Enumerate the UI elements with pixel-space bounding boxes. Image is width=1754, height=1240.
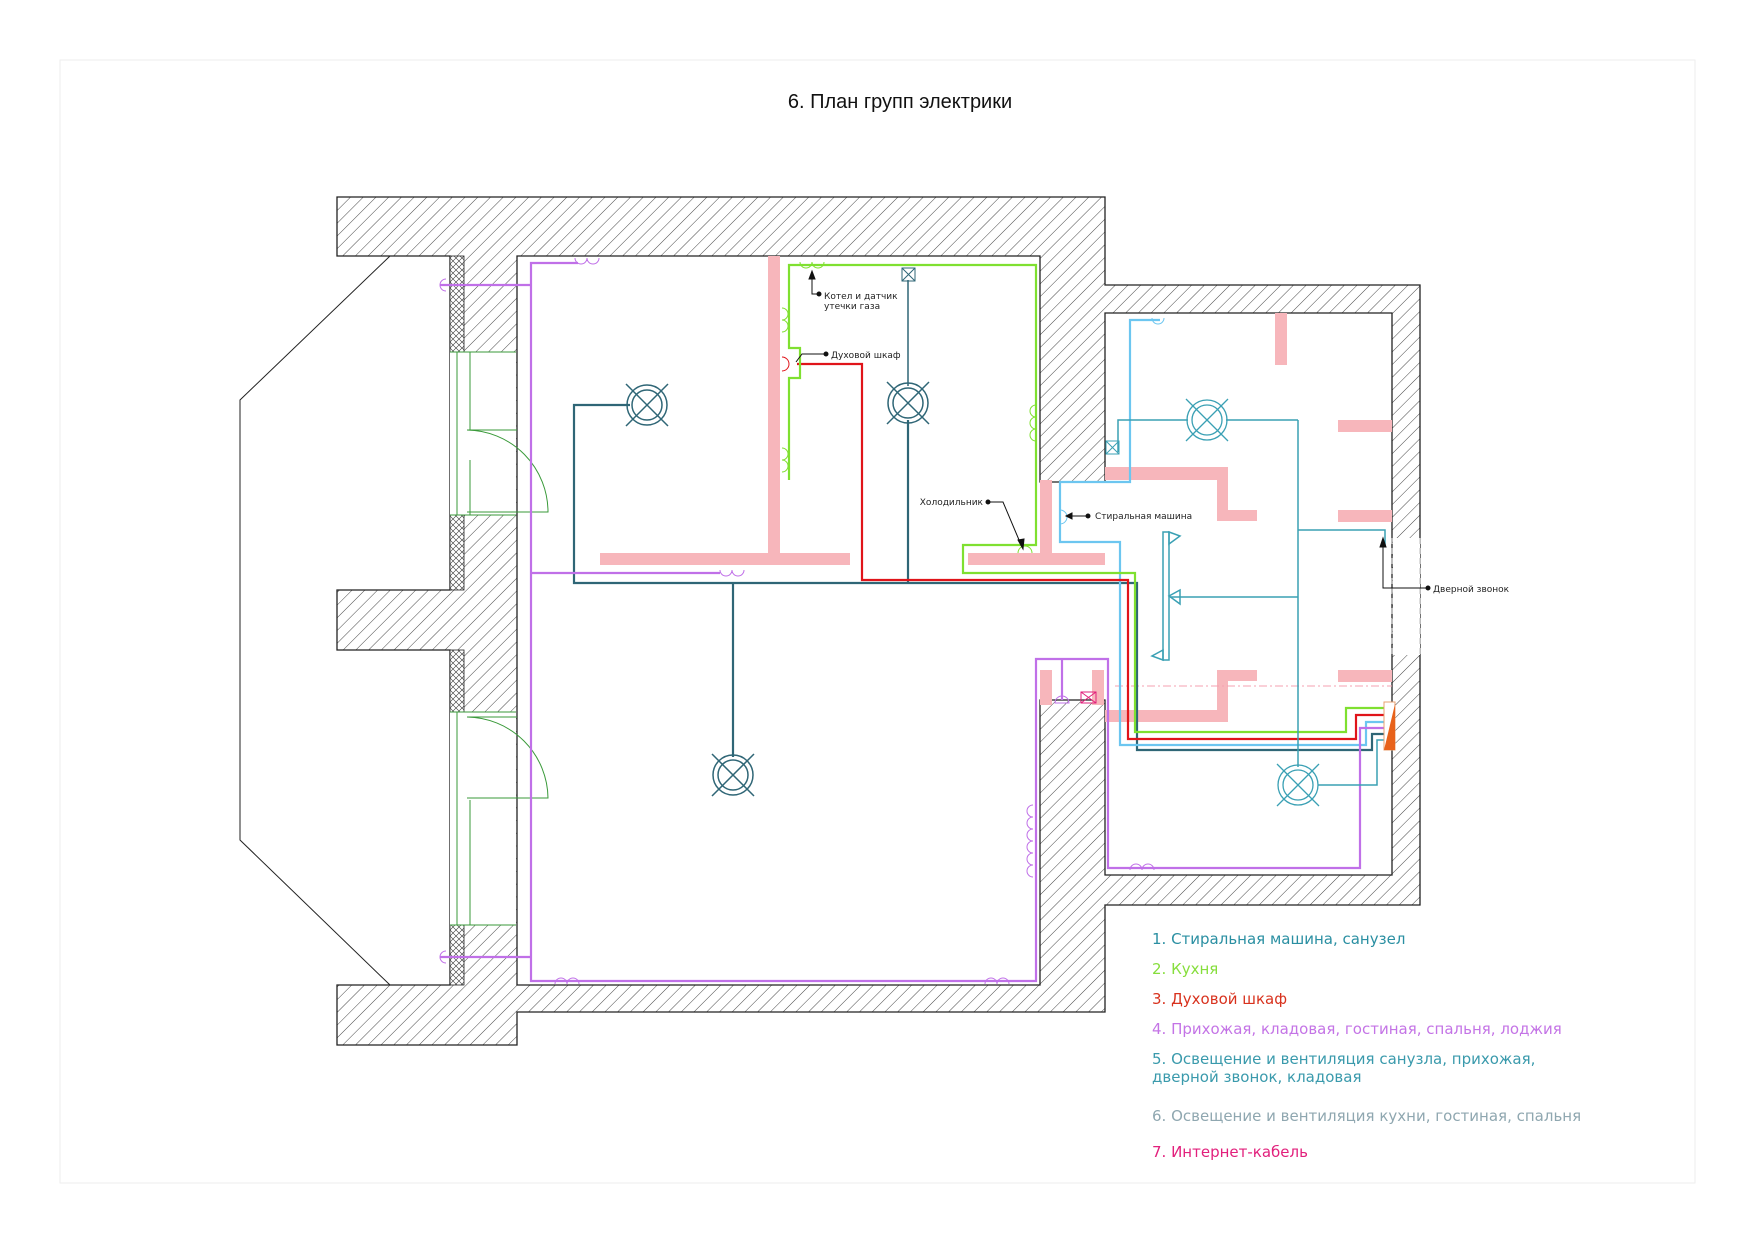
- page-title: 6. План групп электрики: [788, 91, 1012, 113]
- fan-icon: [1105, 440, 1120, 455]
- outlet-icons: [439, 257, 1165, 985]
- legend-item-5-line2: дверной звонок, кладовая: [1152, 1068, 1361, 1086]
- loggia-outline: [239, 255, 391, 986]
- wire-group-3: [797, 362, 1388, 741]
- legend-item-5: 5. Освещение и вентиляция санузла, прихо…: [1152, 1050, 1535, 1068]
- walls: [336, 196, 1421, 1046]
- legend-item-2: 2. Кухня: [1152, 960, 1218, 978]
- legend-item-6: 6. Освещение и вентиляция кухни, гостина…: [1152, 1107, 1581, 1125]
- ceiling-lamp-icon: [711, 753, 755, 797]
- legend-item-7: 7. Интернет-кабель: [1152, 1143, 1308, 1161]
- ceiling-lamp-icon: [625, 383, 669, 427]
- ceiling-lamp-icon: [1185, 398, 1229, 442]
- windows-doors: [450, 351, 549, 926]
- wire-group-1: [1058, 318, 1388, 747]
- callout-washer: Стиральная машина: [1095, 512, 1192, 522]
- electrical-panel-icon: [1383, 701, 1396, 751]
- internet-socket-icon: [1080, 691, 1097, 704]
- callout-fridge: Холодильник: [920, 498, 984, 508]
- callout-oven: Духовой шкаф: [831, 351, 901, 361]
- wire-group-4: [529, 261, 1388, 983]
- legend-item-3: 3. Духовой шкаф: [1152, 990, 1287, 1008]
- legend-item-1: 1. Стиральная машина, санузел: [1152, 930, 1405, 948]
- wire-group-2: [787, 263, 1388, 734]
- legend-item-4: 4. Прихожая, кладовая, гостиная, спальня…: [1152, 1020, 1562, 1038]
- legend: 1. Стиральная машина, санузел 2. Кухня 3…: [1152, 930, 1581, 1161]
- callout-boiler-2: утечки газа: [824, 302, 880, 312]
- callout-boiler: Котел и датчик: [824, 292, 898, 302]
- ceiling-lamp-icon: [886, 381, 930, 425]
- partitions: [600, 256, 1392, 722]
- sheet-frame: [59, 59, 1696, 1184]
- callout-leaders: [795, 269, 1431, 591]
- callout-doorbell: Дверной звонок: [1433, 585, 1510, 595]
- wiring: [440, 261, 1388, 983]
- fan-icon: [901, 267, 916, 282]
- wire-group-6: [572, 403, 1388, 752]
- ceiling-lamp-icon: [1276, 763, 1320, 807]
